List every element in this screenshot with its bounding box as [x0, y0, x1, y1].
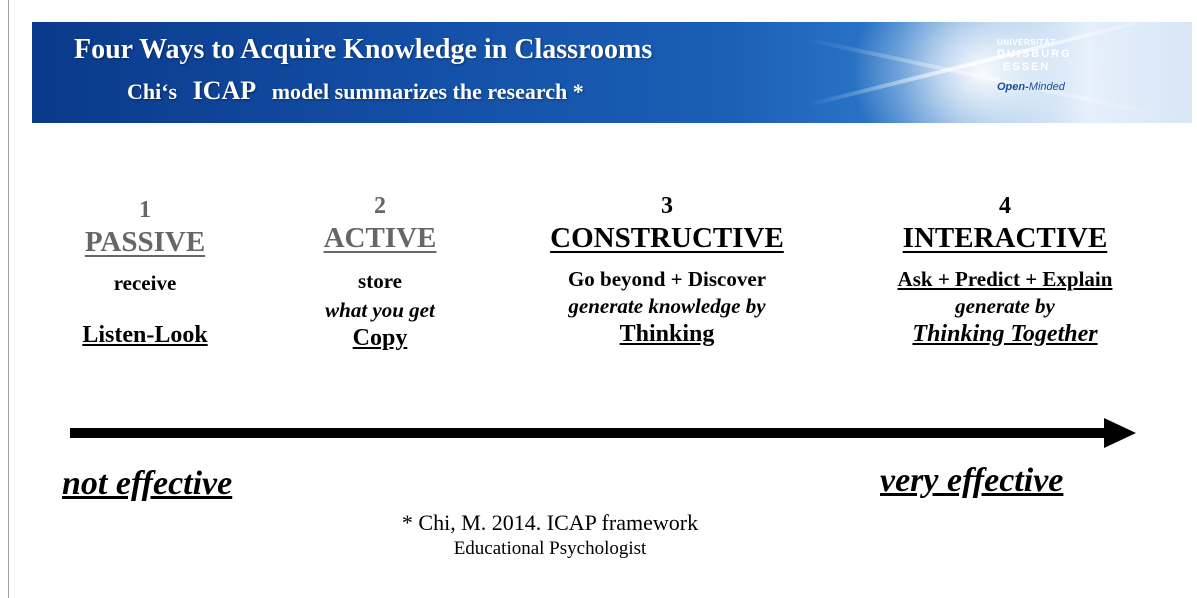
slide-frame	[8, 0, 1197, 598]
label-very-effective: very effective	[880, 462, 1064, 499]
citation-line2: Educational Psychologist	[453, 538, 647, 559]
logo-city-top: DUISBURG	[997, 48, 1072, 60]
column-line1: Go beyond + Discover	[567, 267, 767, 291]
slide-subtitle: Chi‘s ICAP model summarizes the research…	[127, 76, 584, 106]
subtitle-prefix: Chi‘s	[127, 79, 178, 104]
logo-motto-bold: Open-	[997, 81, 1029, 93]
column-constructive: 3 CONSTRUCTIVE Go beyond + Discover gene…	[517, 193, 817, 348]
logo-motto: Open-Minded	[997, 81, 1117, 93]
column-interactive: 4 INTERACTIVE Ask + Predict + Explain ge…	[855, 193, 1155, 348]
column-line3: Thinking Together	[912, 321, 1098, 347]
citation: * Chi, M. 2014. ICAP framework Education…	[340, 510, 760, 560]
column-line3: Listen-Look	[82, 322, 208, 348]
citation-line1: * Chi, M. 2014. ICAP framework	[401, 510, 699, 535]
column-line1: Ask + Predict + Explain	[897, 267, 1113, 291]
column-line2: generate knowledge by	[568, 294, 766, 318]
column-active: 2 ACTIVE store what you get Copy	[285, 193, 475, 352]
arrow-head	[1104, 418, 1136, 448]
header-banner: Four Ways to Acquire Knowledge in Classr…	[32, 22, 1192, 123]
column-heading: PASSIVE	[84, 226, 206, 258]
label-not-effective: not effective	[62, 465, 233, 502]
logo-city-bottom: ESSEN	[1003, 61, 1051, 73]
subtitle-model: ICAP	[192, 76, 257, 105]
arrow-shaft	[70, 428, 1106, 438]
logo-university: UNIVERSITÄT	[997, 38, 1056, 47]
column-heading: ACTIVE	[323, 222, 437, 254]
column-heading: INTERACTIVE	[902, 222, 1108, 254]
effectiveness-arrow	[70, 418, 1136, 448]
column-number: 4	[999, 193, 1011, 219]
logo-motto-rest: Minded	[1028, 81, 1065, 93]
column-line1: receive	[113, 271, 177, 295]
column-number: 1	[139, 197, 151, 223]
column-passive: 1 PASSIVE receive Listen-Look	[50, 197, 240, 349]
column-number: 3	[661, 193, 673, 219]
column-line3: Thinking	[619, 321, 715, 347]
column-heading: CONSTRUCTIVE	[550, 222, 784, 254]
column-line2: generate by	[955, 294, 1055, 318]
column-line2: what you get	[325, 298, 435, 322]
subtitle-suffix: model summarizes the research *	[271, 79, 584, 104]
column-line1: store	[358, 269, 402, 293]
university-logo: UNIVERSITÄT DUISBURG ESSEN Open-Minded	[997, 38, 1117, 118]
column-line3: Copy	[352, 325, 408, 351]
column-number: 2	[374, 193, 386, 219]
slide-title: Four Ways to Acquire Knowledge in Classr…	[74, 34, 653, 65]
